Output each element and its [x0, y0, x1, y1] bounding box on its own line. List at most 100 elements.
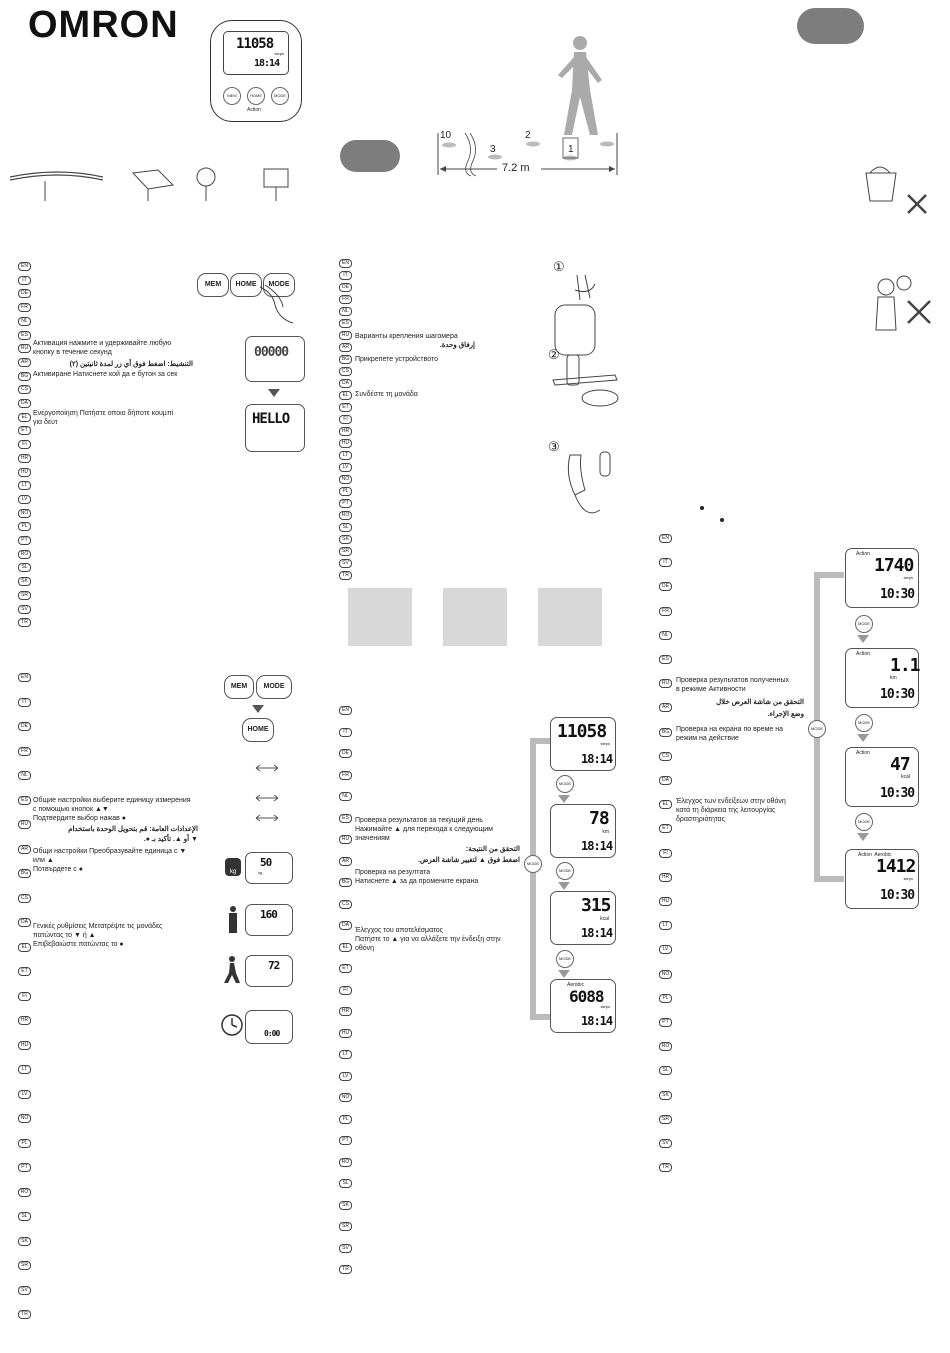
s5-steps-time: 10:30	[880, 587, 915, 602]
grey-badge-mid	[340, 140, 400, 172]
s5-loop-bar-bottom	[814, 876, 844, 882]
lang-code-ar: AR	[659, 703, 672, 713]
s5-bullet-2	[720, 518, 724, 522]
s4-steps-unit: steps	[600, 741, 610, 746]
stride-distance: 7.2 m	[502, 162, 530, 174]
lang-code-sr: SR	[659, 1114, 672, 1124]
s4-screen-steps: 11058 steps 18:14	[550, 717, 616, 771]
s3-clock-screen: 0:00	[245, 1010, 293, 1044]
s4-mode-btn-2[interactable]: MODE	[556, 862, 574, 880]
lang-code-pl: PL	[18, 522, 31, 532]
lang-code-pl: PL	[339, 487, 352, 496]
s5-mode-btn-1[interactable]: MODE	[855, 615, 873, 633]
lang-code-hu: HU	[339, 439, 352, 448]
lang-code-fr: FR	[339, 770, 352, 780]
s4-km-unit: km	[602, 829, 609, 835]
s4-kcal-value: 315	[581, 895, 611, 916]
device-time: 18:14	[254, 58, 280, 69]
s5-screen-aerobic: Action Aerobic 1412 steps 10:30	[845, 849, 919, 909]
s5-ar-text: التحقق من شاشة العرض خلال	[716, 699, 804, 706]
s4-kcal-time: 18:14	[581, 926, 613, 940]
lang-code-tr: TR	[659, 1163, 672, 1173]
s5-loop-mode[interactable]: MODE	[808, 720, 826, 738]
s5-mode-btn-2[interactable]: MODE	[855, 714, 873, 732]
lang-code-en: EN	[339, 259, 352, 268]
lang-code-el: EL	[659, 800, 672, 810]
s4-aerobic-label: Aerobic	[567, 982, 584, 988]
s5-steps-unit: steps	[903, 575, 913, 580]
lang-code-ru: RU	[18, 344, 31, 354]
s1-screen-blank-value: 00000	[254, 345, 289, 360]
s3-mem-button[interactable]: MEM	[224, 675, 254, 699]
lang-code-et: ET	[18, 426, 31, 436]
s1-mem-button[interactable]: MEM	[197, 273, 229, 297]
lang-code-sr: SR	[18, 590, 31, 600]
wearing-figure-1	[348, 588, 412, 646]
lang-code-da: DA	[659, 776, 672, 785]
lang-code-sl: SL	[18, 563, 31, 573]
s5-screen-km: Action 1.1 km 10:30	[845, 648, 920, 708]
s3-el-text3: Επιβεβαιώστε πατώντας το ●	[33, 941, 124, 948]
s2-bg-text: Прикрепете устройството	[355, 356, 439, 363]
s4-el-text2: Πατήστε το ▲ για να αλλάξετε την ένδειξη…	[355, 936, 501, 943]
device-action-label: Action	[247, 107, 261, 113]
lang-code-pt: PT	[18, 1163, 31, 1172]
lang-code-de: DE	[18, 722, 31, 731]
lang-code-fi: FI	[18, 440, 31, 450]
s5-aerobic-value: 1412	[876, 856, 916, 877]
s3-ru-text: Общие настройки выберите единицу измерен…	[33, 797, 191, 804]
lang-code-ro: RO	[18, 549, 31, 559]
accessories-row	[9, 167, 289, 201]
lang-code-es: ES	[339, 813, 352, 823]
s3-weight-unit: kg	[258, 870, 263, 875]
lang-code-en: EN	[339, 706, 352, 715]
lang-code-hr: HR	[18, 453, 31, 463]
home-button[interactable]: HOME	[247, 87, 265, 105]
lang-code-ro: RO	[18, 1187, 31, 1197]
s4-loop-mode[interactable]: MODE	[524, 855, 542, 873]
s4-loop-bar-bottom	[530, 1014, 550, 1020]
s4-el-text: Έλεγχος του αποτελέσματος	[355, 927, 444, 934]
lang-code-fi: FI	[339, 985, 352, 995]
s5-mode-btn-3[interactable]: MODE	[855, 813, 873, 831]
lang-code-en: EN	[659, 534, 672, 543]
s5-km-time: 10:30	[880, 687, 915, 702]
sport-not-allowed-icon	[875, 275, 931, 331]
lang-code-ro: RO	[339, 1157, 352, 1167]
lang-code-fr: FR	[18, 303, 31, 313]
s4-mode-btn-1[interactable]: MODE	[556, 775, 574, 793]
lang-code-hr: HR	[659, 872, 672, 882]
attach-step-1-number: ①	[553, 259, 565, 274]
mem-button[interactable]: MEM	[223, 87, 241, 105]
s2-el-text: Συνδέστε τη μονάδα	[355, 391, 418, 398]
s3-mode-button[interactable]: MODE	[256, 675, 292, 699]
lang-code-lv: LV	[659, 945, 672, 955]
s3-el-text2: πατώντας το ▼ ή ▲	[33, 932, 96, 939]
lang-code-fr: FR	[339, 295, 352, 304]
lang-code-ru: RU	[18, 820, 31, 829]
s4-ru-text: Проверка результатов за текущий день	[355, 817, 483, 824]
lang-code-sk: SK	[18, 577, 31, 587]
s3-stride-value: 72	[268, 959, 280, 972]
s5-kcal-value: 47	[890, 754, 911, 775]
mode-button[interactable]: MODE	[271, 87, 289, 105]
lang-code-da: DA	[18, 918, 31, 927]
lang-code-da: DA	[339, 379, 352, 388]
s4-loop-bar-top	[530, 738, 550, 744]
lang-code-it: IT	[659, 558, 672, 568]
lang-code-en: EN	[18, 673, 31, 682]
lang-code-sr: SR	[18, 1261, 31, 1270]
lang-code-ar: AR	[339, 343, 352, 352]
lang-code-lt: LT	[339, 451, 352, 460]
lang-code-no: NO	[659, 969, 672, 979]
lang-code-ru: RU	[659, 679, 672, 689]
s4-bg-text2: Натиснете ▲ за да промените екрана	[355, 878, 479, 885]
lang-code-hu: HU	[18, 467, 31, 477]
s5-arrow-1	[857, 635, 869, 643]
s4-bg-text: Проверка на резултата	[355, 869, 431, 876]
s3-home-button[interactable]: HOME	[242, 718, 274, 742]
s4-mode-btn-3[interactable]: MODE	[556, 950, 574, 968]
lang-code-lt: LT	[659, 921, 672, 931]
stride-marker-2: 2	[525, 130, 531, 141]
s1-home-button[interactable]: HOME	[230, 273, 262, 297]
